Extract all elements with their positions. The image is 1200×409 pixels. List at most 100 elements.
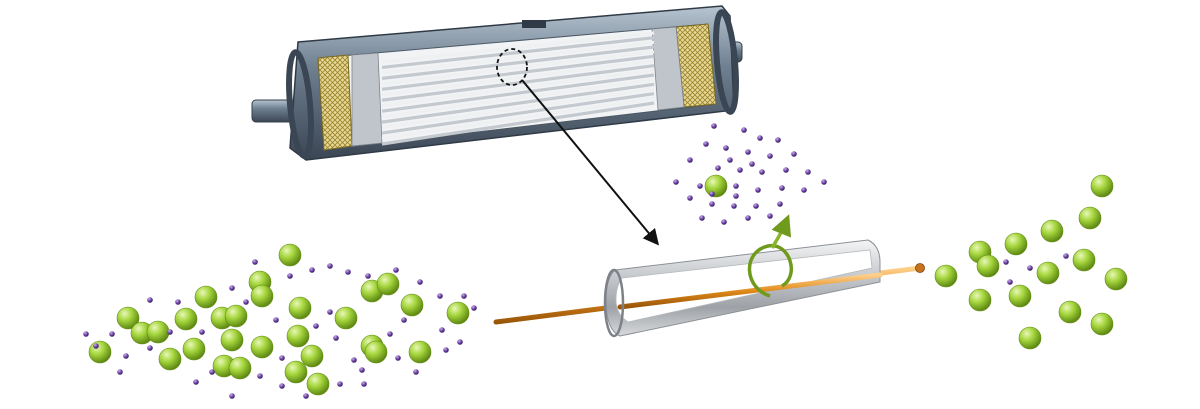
small-particle xyxy=(333,335,339,341)
small-particle xyxy=(755,187,761,193)
large-particle xyxy=(1036,261,1060,285)
large-particle xyxy=(1072,248,1096,272)
large-particle xyxy=(1008,284,1032,308)
zoom-circle-icon xyxy=(496,48,528,86)
tube-inner xyxy=(615,249,873,323)
small-particle xyxy=(687,195,693,201)
large-particle xyxy=(300,344,324,368)
fiber-line xyxy=(381,64,655,102)
core-rod-tip xyxy=(915,263,925,273)
small-particle xyxy=(721,219,727,225)
large-particle xyxy=(400,293,424,317)
fiber-line xyxy=(381,59,655,97)
small-particle xyxy=(361,381,367,387)
large-particle xyxy=(1090,312,1114,336)
small-particle xyxy=(753,203,759,209)
small-particle xyxy=(279,383,285,389)
large-particle xyxy=(88,340,112,364)
tube-front-edge xyxy=(603,268,625,338)
small-particle xyxy=(775,137,781,143)
small-particle xyxy=(711,123,717,129)
small-particle xyxy=(337,381,343,387)
large-particle xyxy=(1104,267,1128,291)
large-particle xyxy=(934,264,958,288)
top-port xyxy=(522,20,546,28)
large-particle xyxy=(446,301,470,325)
small-particle xyxy=(109,331,115,337)
small-particle xyxy=(229,285,235,291)
fiber-line xyxy=(381,87,655,130)
small-particle xyxy=(767,153,773,159)
left-end-cap xyxy=(351,52,383,147)
small-particle xyxy=(209,369,215,375)
fiber-line xyxy=(381,54,655,91)
large-particle xyxy=(228,356,252,380)
small-particle xyxy=(687,157,693,163)
small-particle xyxy=(821,179,827,185)
small-particle xyxy=(83,331,89,337)
small-particle xyxy=(731,203,737,209)
large-particle xyxy=(1058,300,1082,324)
right-end-cap xyxy=(651,26,685,111)
small-particle xyxy=(401,317,407,323)
small-particle xyxy=(359,367,365,373)
large-particle xyxy=(278,243,302,267)
fiber-line xyxy=(381,68,655,108)
small-particle xyxy=(147,345,153,351)
small-particle xyxy=(709,201,715,207)
filter-module-icon xyxy=(251,5,743,161)
large-particle xyxy=(116,306,140,330)
small-particle xyxy=(745,215,751,221)
small-particle xyxy=(783,167,789,173)
small-particle xyxy=(699,215,705,221)
small-particle xyxy=(733,183,739,189)
fiber-line xyxy=(381,36,655,70)
large-particle xyxy=(364,340,388,364)
large-particle xyxy=(976,254,1000,278)
hollow-fiber-tube-icon xyxy=(493,239,925,338)
small-particle xyxy=(703,141,709,147)
large-particle xyxy=(968,288,992,312)
small-particle xyxy=(345,269,351,275)
small-particle xyxy=(727,157,733,163)
large-particle xyxy=(288,296,312,320)
large-particle xyxy=(306,372,330,396)
small-particle xyxy=(395,355,401,361)
small-particle xyxy=(147,297,153,303)
small-particle xyxy=(777,201,783,207)
small-particle xyxy=(313,323,319,329)
left-ring xyxy=(286,49,314,159)
small-particle xyxy=(791,151,797,157)
small-particle xyxy=(461,293,467,299)
right-ring xyxy=(713,9,739,115)
fiber-line xyxy=(381,31,655,64)
large-particle xyxy=(284,360,308,384)
small-particle xyxy=(767,213,773,219)
large-particle xyxy=(182,337,206,361)
small-particle xyxy=(387,331,393,337)
small-particle xyxy=(303,393,309,399)
small-particle xyxy=(167,329,173,335)
small-particle xyxy=(1007,279,1013,285)
fiber-line xyxy=(381,50,655,86)
small-particle xyxy=(273,317,279,323)
small-particle xyxy=(737,167,743,173)
small-particle xyxy=(757,135,763,141)
small-particle xyxy=(443,347,449,353)
small-particle xyxy=(673,179,679,185)
large-particle xyxy=(1018,326,1042,350)
small-particle xyxy=(257,373,263,379)
small-particle xyxy=(715,165,721,171)
large-particle xyxy=(334,306,358,330)
fiber-line xyxy=(381,45,655,80)
left-mesh xyxy=(317,54,353,151)
fiber-bundle xyxy=(381,31,655,146)
small-particle xyxy=(805,169,811,175)
small-particle xyxy=(117,369,123,375)
large-particle xyxy=(250,335,274,359)
small-particle xyxy=(1003,259,1009,265)
small-particle xyxy=(252,259,258,265)
small-particle xyxy=(723,145,729,151)
